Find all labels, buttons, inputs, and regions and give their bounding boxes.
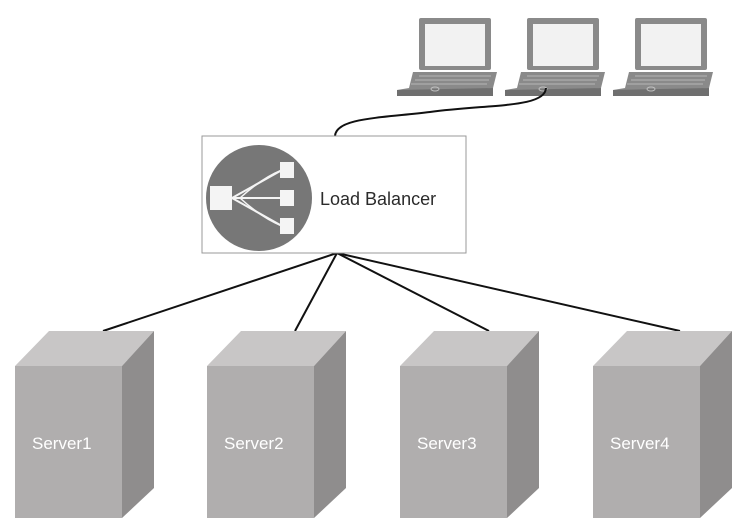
load-balancer-label: Load Balancer: [320, 189, 436, 209]
laptop-icon: [505, 18, 605, 96]
client-laptop-1: [397, 18, 497, 96]
server-icon: [207, 331, 346, 518]
server-icon: [15, 331, 154, 518]
server-node-2: Server2: [207, 331, 346, 518]
server-icon: [400, 331, 539, 518]
server-label: Server1: [32, 434, 92, 453]
server-node-3: Server3: [400, 331, 539, 518]
server-node-1: Server1: [15, 331, 154, 518]
connector-server3: [336, 252, 490, 332]
client-connector: [334, 87, 547, 137]
server-label: Server3: [417, 434, 477, 453]
client-laptop-3: [613, 18, 713, 96]
laptop-icon: [613, 18, 713, 96]
server-icon: [593, 331, 732, 518]
connector-server4: [336, 252, 681, 332]
load-balancer-icon: [206, 145, 312, 251]
connector-server2: [294, 252, 338, 332]
laptop-icon: [397, 18, 497, 96]
server-label: Server2: [224, 434, 284, 453]
load-balancer-node: Load Balancer: [201, 135, 467, 254]
server-node-4: Server4: [593, 331, 732, 518]
connector-server1: [102, 252, 338, 332]
client-laptop-2: [505, 18, 605, 96]
server-label: Server4: [610, 434, 670, 453]
